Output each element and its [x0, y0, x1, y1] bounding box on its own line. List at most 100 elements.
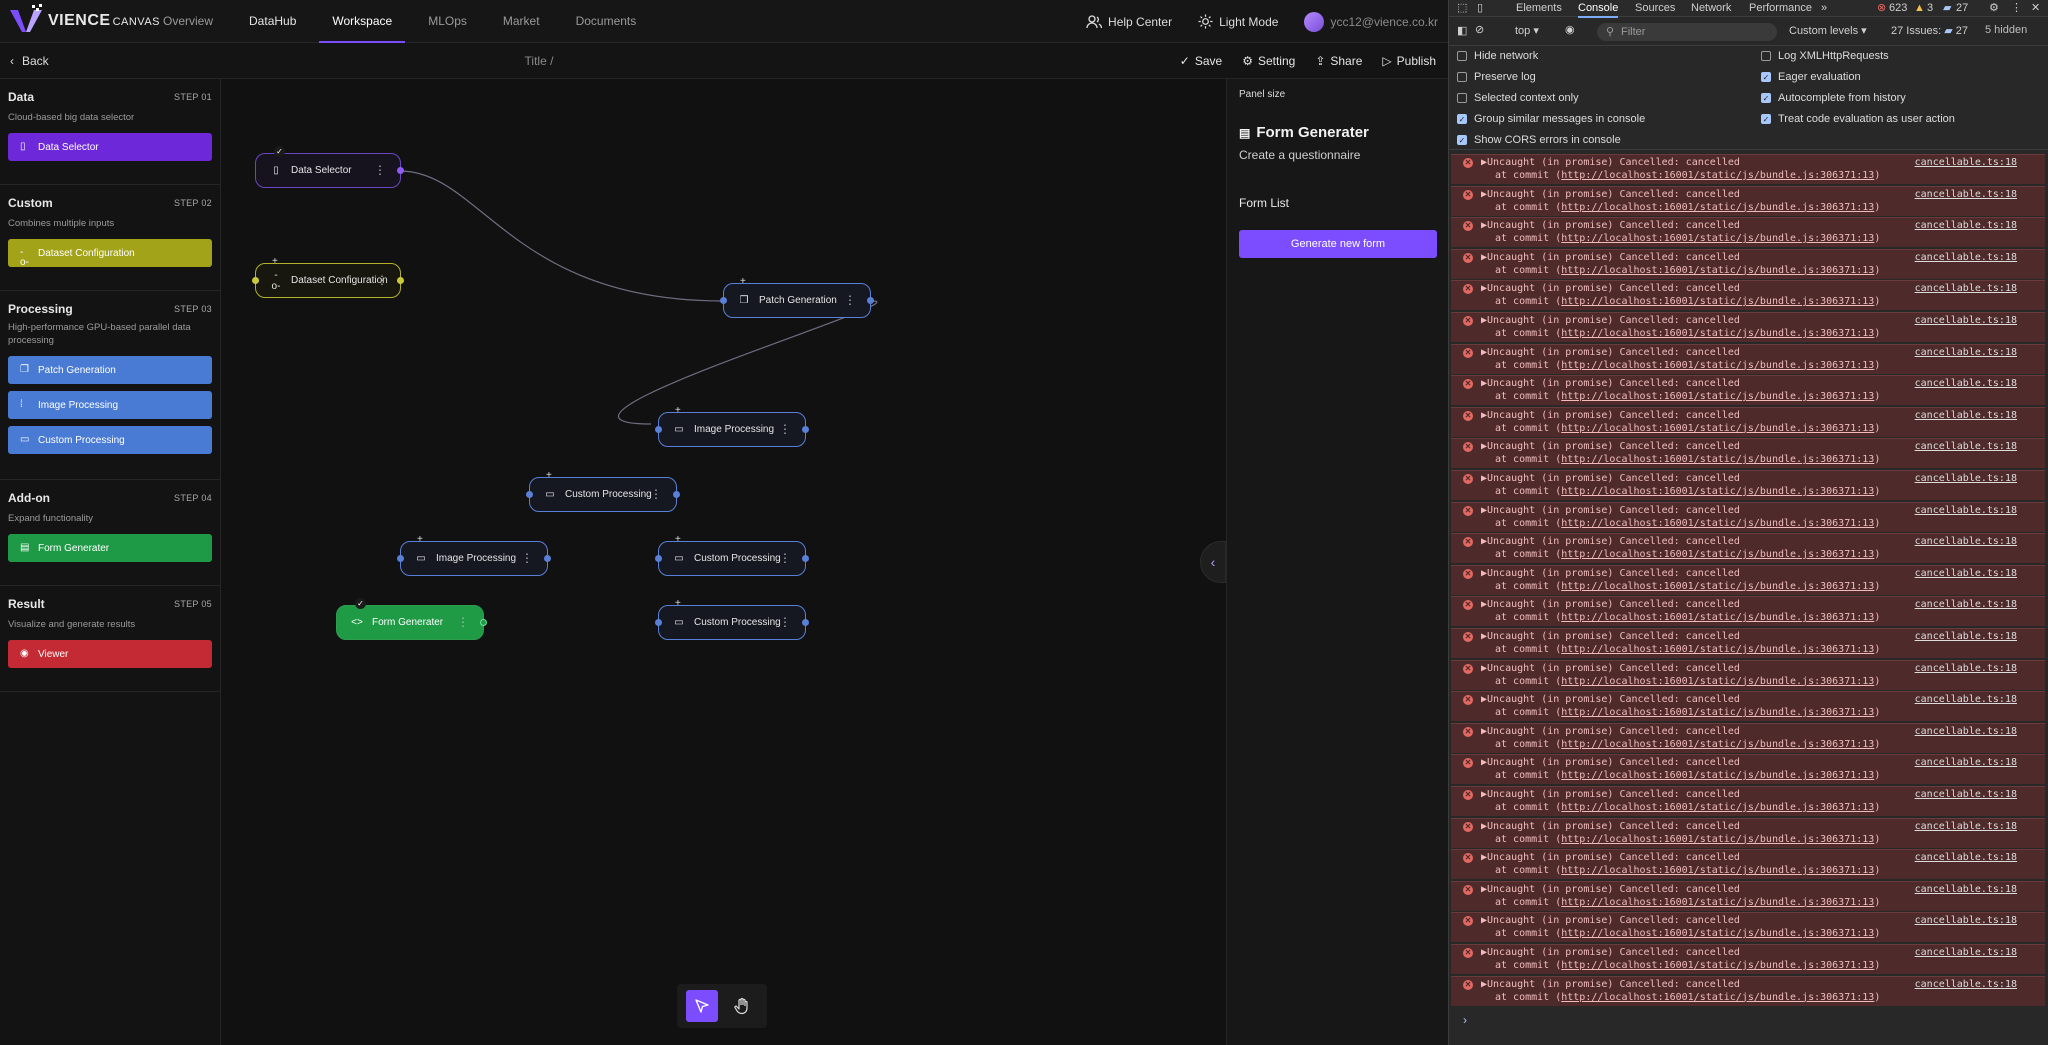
message-icon[interactable]: ▰: [1943, 2, 1952, 14]
plus-icon[interactable]: +: [675, 405, 681, 416]
checkbox[interactable]: ✓: [1761, 93, 1771, 103]
input-port[interactable]: [526, 491, 533, 498]
source-link[interactable]: cancellable.ts:18: [1914, 662, 2017, 674]
source-link[interactable]: cancellable.ts:18: [1914, 441, 2017, 453]
setting-left-4[interactable]: ✓Show CORS errors in console: [1457, 134, 1621, 146]
stack-link[interactable]: http://localhost:16001/static/js/bundle.…: [1561, 580, 1875, 592]
more-icon[interactable]: ⋮: [521, 551, 533, 565]
publish-button[interactable]: ▷Publish: [1382, 54, 1436, 68]
input-port[interactable]: [720, 297, 727, 304]
error-message[interactable]: ▶Uncaught (in promise) Cancelled: cancel…: [1481, 315, 1740, 326]
error-message[interactable]: ▶Uncaught (in promise) Cancelled: cancel…: [1481, 725, 1740, 737]
error-message[interactable]: ▶Uncaught (in promise) Cancelled: cancel…: [1481, 852, 1740, 864]
more-icon[interactable]: ⋮: [779, 615, 791, 629]
node-dataset-configuration[interactable]: + -o- Dataset Configuration ⋮: [252, 257, 404, 298]
console-error-row[interactable]: ✕▶Uncaught (in promise) Cancelled: cance…: [1451, 849, 2045, 880]
input-port[interactable]: [655, 555, 662, 562]
source-link[interactable]: cancellable.ts:18: [1914, 504, 2017, 516]
more-icon[interactable]: ⋮: [650, 487, 662, 501]
stack-link[interactable]: http://localhost:16001/static/js/bundle.…: [1561, 233, 1875, 245]
console-error-row[interactable]: ✕▶Uncaught (in promise) Cancelled: cance…: [1451, 375, 2045, 406]
log-levels-select[interactable]: Custom levels ▾: [1789, 25, 1867, 37]
console-error-row[interactable]: ✕▶Uncaught (in promise) Cancelled: cance…: [1451, 406, 2045, 437]
nav-documents[interactable]: Documents: [575, 14, 637, 28]
stack-link[interactable]: http://localhost:16001/static/js/bundle.…: [1561, 612, 1875, 624]
output-port[interactable]: [544, 555, 551, 562]
checkbox[interactable]: [1457, 51, 1467, 61]
error-message[interactable]: ▶Uncaught (in promise) Cancelled: cancel…: [1481, 915, 1740, 927]
input-port[interactable]: [655, 426, 662, 433]
stack-link[interactable]: http://localhost:16001/static/js/bundle.…: [1561, 833, 1875, 845]
device-toggle-icon[interactable]: ▯: [1477, 2, 1484, 14]
source-link[interactable]: cancellable.ts:18: [1914, 567, 2017, 579]
palette-dataset-configuration[interactable]: -o-Dataset Configuration: [8, 239, 212, 268]
console-error-row[interactable]: ✕▶Uncaught (in promise) Cancelled: cance…: [1451, 185, 2045, 216]
stack-link[interactable]: http://localhost:16001/static/js/bundle.…: [1561, 960, 1875, 971]
more-icon[interactable]: ⋮: [779, 422, 791, 436]
error-message[interactable]: ▶Uncaught (in promise) Cancelled: cancel…: [1481, 409, 1740, 421]
stack-link[interactable]: http://localhost:16001/static/js/bundle.…: [1561, 770, 1875, 782]
source-link[interactable]: cancellable.ts:18: [1914, 473, 2017, 484]
input-port[interactable]: [252, 277, 259, 284]
console-error-row[interactable]: ✕▶Uncaught (in promise) Cancelled: cance…: [1451, 154, 2045, 184]
setting-right-1[interactable]: ✓Eager evaluation: [1761, 71, 1861, 83]
console-error-row[interactable]: ✕▶Uncaught (in promise) Cancelled: cance…: [1451, 248, 2045, 279]
user-menu[interactable]: ycc12@vience.co.kr: [1304, 11, 1438, 32]
error-message[interactable]: ▶Uncaught (in promise) Cancelled: cancel…: [1481, 757, 1740, 769]
source-link[interactable]: cancellable.ts:18: [1914, 283, 2017, 295]
setting-left-2[interactable]: Selected context only: [1457, 92, 1579, 104]
console-error-row[interactable]: ✕▶Uncaught (in promise) Cancelled: cance…: [1451, 470, 2045, 500]
stack-link[interactable]: http://localhost:16001/static/js/bundle.…: [1561, 201, 1875, 213]
source-link[interactable]: cancellable.ts:18: [1914, 915, 2017, 927]
plus-icon[interactable]: +: [272, 256, 278, 267]
source-link[interactable]: cancellable.ts:18: [1914, 725, 2017, 737]
source-link[interactable]: cancellable.ts:18: [1914, 789, 2017, 800]
source-link[interactable]: cancellable.ts:18: [1914, 251, 2017, 263]
output-port[interactable]: [397, 277, 404, 284]
palette-custom-processing[interactable]: ▭Custom Processing: [8, 426, 212, 454]
node-custom-processing-2[interactable]: + ▭ Custom Processing ⋮: [655, 535, 809, 576]
output-port[interactable]: [480, 619, 487, 626]
flow-canvas[interactable]: ✓ ▯ Data Selector ⋮ + -o- Dataset Config…: [221, 79, 1226, 1045]
error-message[interactable]: ▶Uncaught (in promise) Cancelled: cancel…: [1481, 694, 1740, 706]
plus-icon[interactable]: +: [675, 534, 681, 545]
source-link[interactable]: cancellable.ts:18: [1914, 978, 2017, 990]
eye-icon[interactable]: ◉: [1565, 24, 1575, 36]
console-error-row[interactable]: ✕▶Uncaught (in promise) Cancelled: cance…: [1451, 596, 2045, 627]
close-icon[interactable]: ✕: [2031, 2, 2041, 14]
source-link[interactable]: cancellable.ts:18: [1914, 757, 2017, 769]
nav-market[interactable]: Market: [502, 14, 540, 28]
error-message[interactable]: ▶Uncaught (in promise) Cancelled: cancel…: [1481, 662, 1740, 674]
error-count-icon[interactable]: ⊗: [1877, 2, 1887, 14]
share-button[interactable]: ⇪Share: [1315, 54, 1363, 68]
console-error-row[interactable]: ✕▶Uncaught (in promise) Cancelled: cance…: [1451, 564, 2045, 595]
checkbox[interactable]: ✓: [1761, 114, 1771, 124]
source-link[interactable]: cancellable.ts:18: [1914, 883, 2017, 895]
gear-icon[interactable]: ⚙: [1989, 2, 1999, 14]
pan-tool[interactable]: [726, 990, 758, 1022]
stack-link[interactable]: http://localhost:16001/static/js/bundle.…: [1561, 644, 1875, 655]
node-image-processing-2[interactable]: + ▭ Image Processing ⋮: [397, 535, 551, 576]
console-error-row[interactable]: ✕▶Uncaught (in promise) Cancelled: cance…: [1451, 501, 2045, 532]
source-link[interactable]: cancellable.ts:18: [1914, 694, 2017, 706]
tab-console[interactable]: Console: [1578, 0, 1619, 18]
plus-icon[interactable]: +: [546, 470, 552, 481]
nav-workspace[interactable]: Workspace: [319, 0, 406, 43]
filter-input[interactable]: ⚲ Filter: [1597, 23, 1777, 41]
error-message[interactable]: ▶Uncaught (in promise) Cancelled: cancel…: [1481, 283, 1740, 295]
error-message[interactable]: ▶Uncaught (in promise) Cancelled: cancel…: [1481, 820, 1740, 832]
node-custom-processing-1[interactable]: + ▭ Custom Processing ⋮: [526, 471, 680, 512]
plus-icon[interactable]: +: [675, 598, 681, 609]
sidebar-toggle-icon[interactable]: ◧: [1457, 25, 1468, 37]
warning-icon[interactable]: ▲: [1914, 2, 1925, 14]
source-link[interactable]: cancellable.ts:18: [1914, 188, 2017, 200]
source-link[interactable]: cancellable.ts:18: [1914, 599, 2017, 611]
palette-form-generater[interactable]: ▤Form Generater: [8, 534, 212, 562]
error-message[interactable]: ▶Uncaught (in promise) Cancelled: cancel…: [1481, 157, 1740, 168]
console-error-row[interactable]: ✕▶Uncaught (in promise) Cancelled: cance…: [1451, 280, 2045, 311]
nav-datahub[interactable]: DataHub: [249, 14, 297, 28]
console-error-row[interactable]: ✕▶Uncaught (in promise) Cancelled: cance…: [1451, 691, 2045, 722]
output-port[interactable]: [867, 297, 874, 304]
error-message[interactable]: ▶Uncaught (in promise) Cancelled: cancel…: [1481, 220, 1740, 232]
